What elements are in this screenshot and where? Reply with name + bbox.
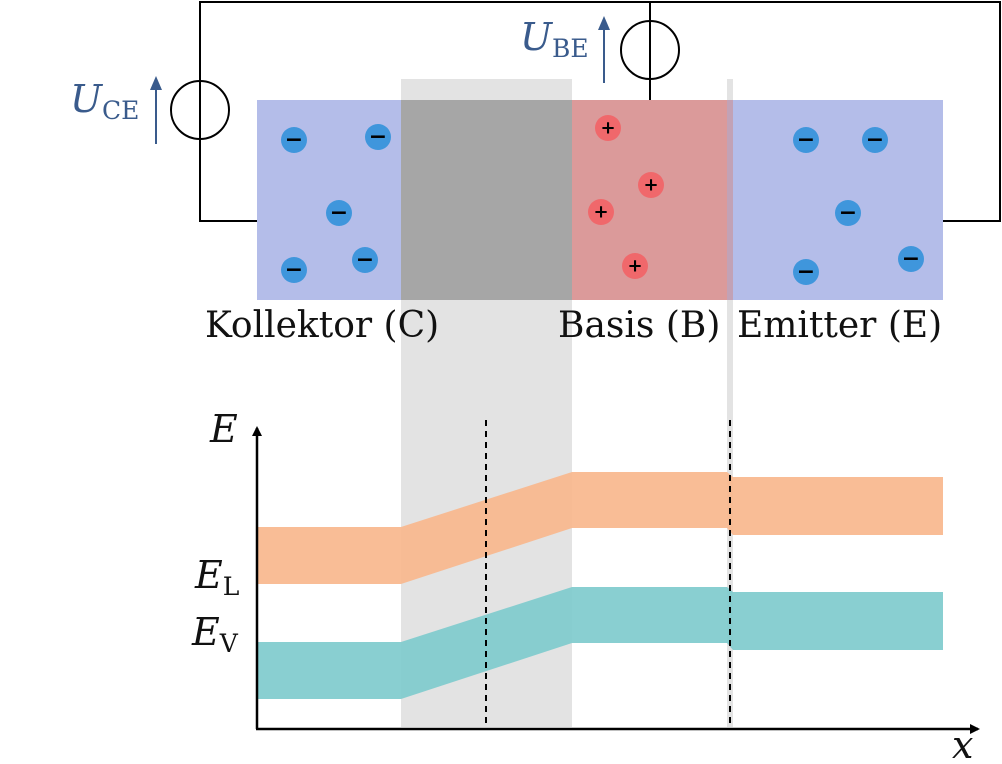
emitter-label: Emitter (E) [737,305,942,346]
hole-icon: + [638,172,664,198]
valence-band-label: EV [191,610,239,658]
svg-text:−: − [356,248,374,273]
uce-voltage-source-icon [170,80,230,140]
electron-icon: − [281,257,307,283]
x-axis-label: x [952,723,973,764]
svg-text:+: + [643,175,658,196]
collector-label: Kollektor (C) [205,305,439,346]
svg-text:+: + [600,118,615,139]
electrons-collector: − − − − − [281,124,391,283]
svg-text:−: − [797,260,815,285]
svg-text:+: + [627,256,642,277]
electron-icon: − [793,259,819,285]
ube-arrow-up-icon [598,16,610,83]
uce-label: UCE [70,77,139,125]
svg-text:−: − [839,201,857,226]
hole-icon: + [595,115,621,141]
conduction-band-label: EL [194,553,239,601]
conduction-band [257,472,943,584]
ube-voltage-source-icon [620,20,680,80]
hole-icon: + [588,199,614,225]
svg-text:+: + [593,202,608,223]
y-axis-label: E [209,407,238,451]
base-label: Basis (B) [558,305,720,346]
electron-icon: − [281,127,307,153]
electron-icon: − [352,247,378,273]
ube-label: UBE [520,15,589,63]
svg-text:−: − [330,201,348,226]
base-emitter-junction [727,100,733,300]
electrons-emitter: − − − − − [793,127,924,285]
electron-icon: − [326,200,352,226]
valence-band [257,587,943,699]
hole-icon: + [622,253,648,279]
svg-text:−: − [797,128,815,153]
uce-arrow-up-icon [150,76,162,144]
electron-icon: − [793,127,819,153]
svg-text:−: − [285,128,303,153]
electron-icon: − [835,200,861,226]
electron-icon: − [365,124,391,150]
outer-wire [199,1,1001,222]
base-emitter-depletion-shade [727,79,733,727]
electron-icon: − [862,127,888,153]
collector-depletion-region [401,100,572,300]
svg-text:−: − [902,247,920,272]
electron-icon: − [898,246,924,272]
holes-base: + + + + [588,115,664,279]
svg-text:−: − [285,258,303,283]
svg-text:−: − [369,125,387,150]
svg-text:−: − [866,128,884,153]
